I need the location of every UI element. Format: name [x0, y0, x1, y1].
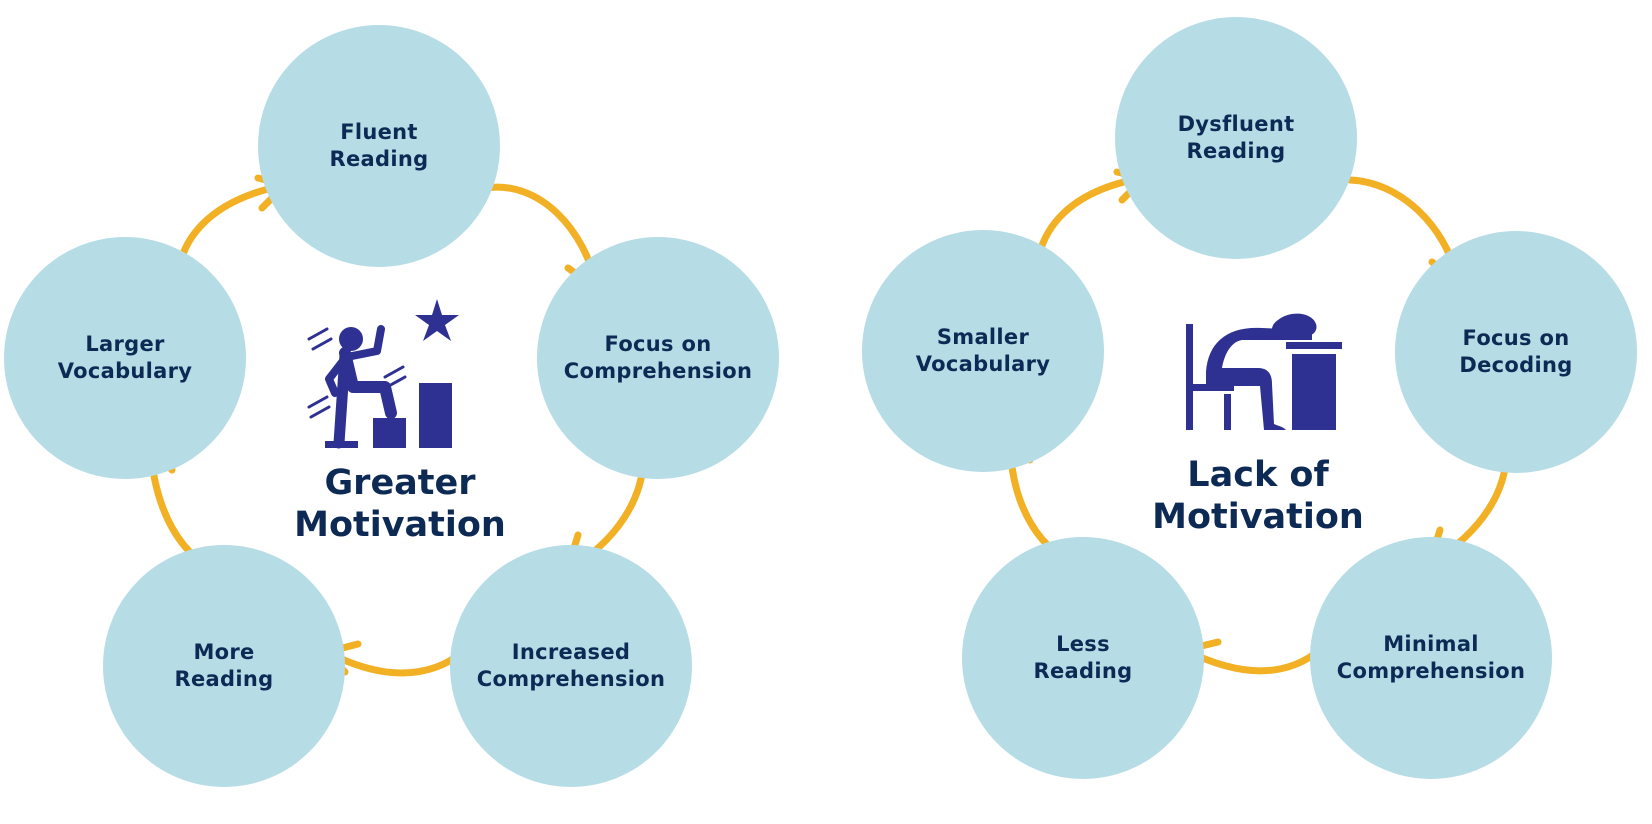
node-label: Reading	[1033, 659, 1133, 683]
node-fluent-reading: Fluent Reading	[258, 25, 500, 267]
node-label: Fluent	[340, 120, 418, 144]
center-title-greater-motivation: Greater Motivation	[270, 462, 530, 546]
node-label: Comprehension	[476, 667, 666, 691]
node-label: More	[193, 640, 255, 664]
node-label: Comprehension	[1336, 659, 1526, 683]
node-more-reading: More Reading	[103, 545, 345, 787]
title-line: Motivation	[1152, 497, 1364, 537]
node-larger-vocabulary: Larger Vocabulary	[4, 237, 246, 479]
node-label: Smaller	[936, 325, 1030, 349]
node-minimal-comprehension: Minimal Comprehension	[1310, 537, 1552, 779]
node-less-reading: Less Reading	[962, 537, 1204, 779]
node-label: Less	[1056, 632, 1110, 656]
node-label: Vocabulary	[915, 352, 1051, 376]
tired-student-at-desk-icon	[1186, 313, 1342, 430]
center-title-lack-of-motivation: Lack of Motivation	[1128, 454, 1388, 538]
node-label: Reading	[329, 147, 429, 171]
stair-climb-star-icon	[307, 299, 459, 449]
node-smaller-vocabulary: Smaller Vocabulary	[862, 230, 1104, 472]
node-label: Comprehension	[563, 359, 753, 383]
node-label: Dysfluent	[1177, 112, 1295, 136]
node-focus-on-comprehension: Focus on Comprehension	[537, 237, 779, 479]
node-focus-on-decoding: Focus on Decoding	[1395, 231, 1637, 473]
node-increased-comprehension: Increased Comprehension	[450, 545, 692, 787]
title-line: Greater	[324, 463, 476, 503]
node-label: Vocabulary	[57, 359, 193, 383]
node-label: Focus on	[1462, 326, 1570, 350]
node-dysfluent-reading: Dysfluent Reading	[1115, 17, 1357, 259]
node-label: Focus on	[604, 332, 712, 356]
node-label: Reading	[1186, 139, 1286, 163]
node-label: Reading	[174, 667, 274, 691]
title-line: Lack of	[1187, 455, 1329, 495]
title-line: Motivation	[294, 505, 506, 545]
node-label: Larger	[85, 332, 165, 356]
node-label: Minimal	[1383, 632, 1479, 656]
node-label: Increased	[511, 640, 631, 664]
node-label: Decoding	[1459, 353, 1573, 377]
